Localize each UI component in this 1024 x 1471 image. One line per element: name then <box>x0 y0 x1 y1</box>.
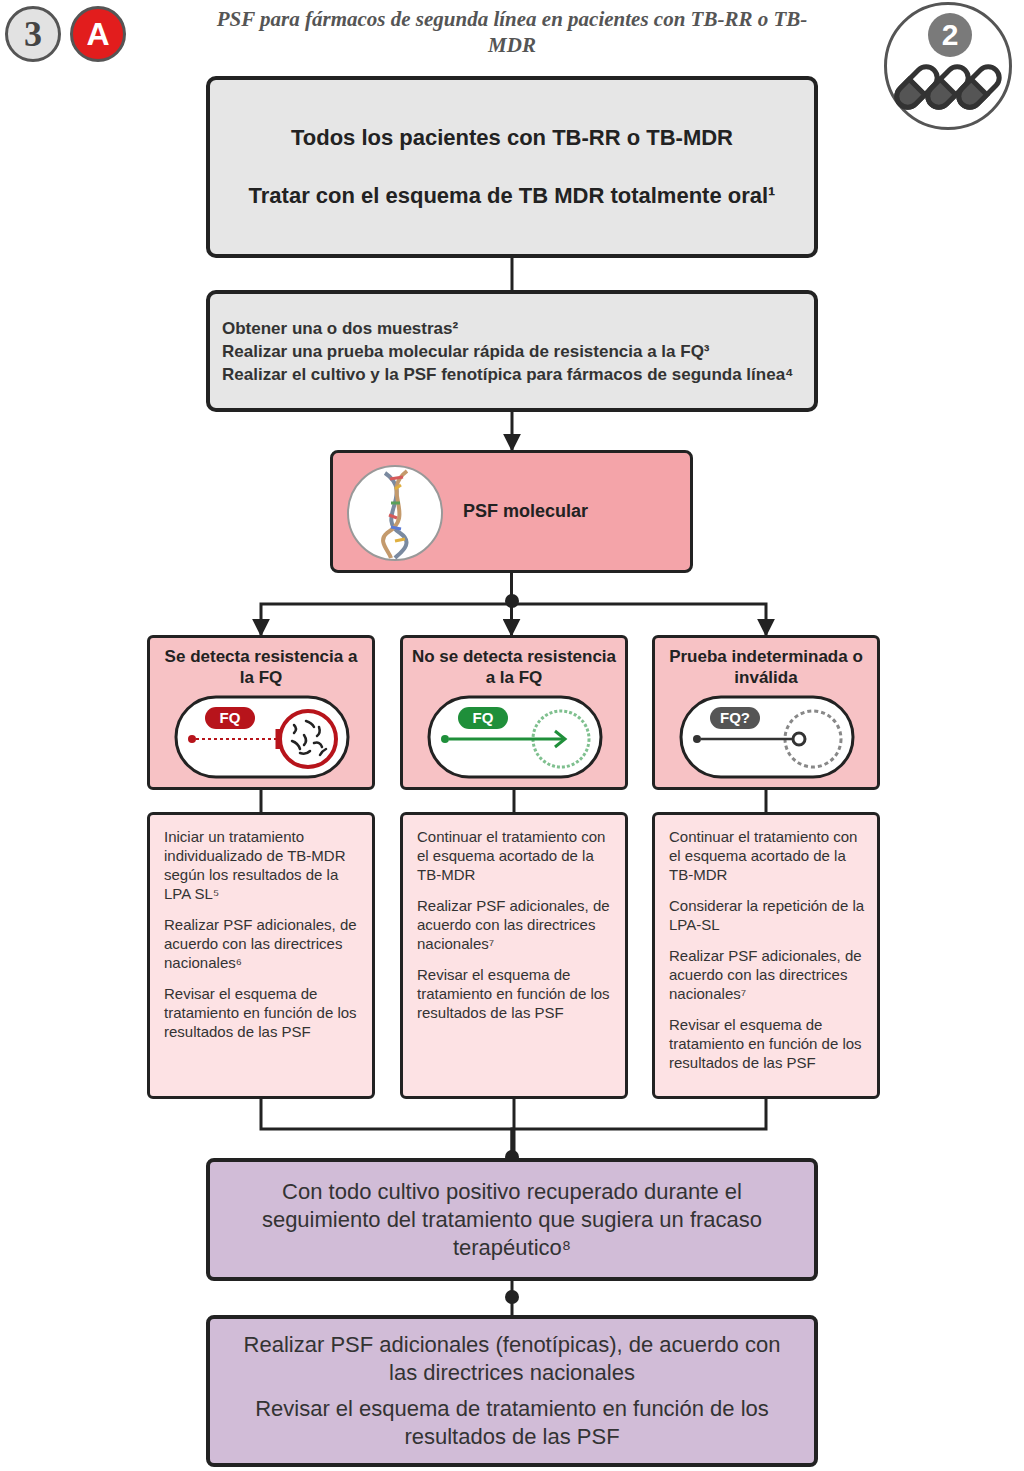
test-box: PSF molecular <box>330 450 693 573</box>
node-text: Iniciar un tratamiento individualizado d… <box>164 827 360 903</box>
node-text: Continuar el tratamiento con el esquema … <box>417 827 613 884</box>
connector <box>511 258 514 290</box>
process-box: Todos los pacientes con TB-RR o TB-MDR Tr… <box>206 76 818 258</box>
connector <box>260 790 263 812</box>
indeterminate-icon <box>679 695 855 779</box>
node-text: Revisar el esquema de tratamiento en fun… <box>417 965 613 1022</box>
node-text: Considerar la repetición de la LPA-SL <box>669 896 865 934</box>
result-box: Prueba indeterminada o inválidaFQ? <box>652 635 880 790</box>
drug-label: FQ <box>458 707 508 729</box>
node-text: Revisar el esquema de tratamiento en fun… <box>230 1395 794 1451</box>
followup-box: Con todo cultivo positivo recuperado dur… <box>206 1158 818 1281</box>
node-text: Revisar el esquema de tratamiento en fun… <box>669 1015 865 1072</box>
node-text: Realizar PSF adicionales, de acuerdo con… <box>669 946 865 1003</box>
step-badge: 3 <box>5 6 61 62</box>
drug-label: FQ <box>205 707 255 729</box>
node-text: Realizar PSF adicionales, de acuerdo con… <box>164 915 360 972</box>
connector <box>511 412 514 450</box>
connector <box>261 1099 512 1158</box>
node-text: A <box>86 16 109 53</box>
resistance-icon <box>174 695 350 779</box>
node-text: Obtener una o dos muestras² <box>222 317 802 340</box>
node-text: Realizar PSF adicionales, de acuerdo con… <box>417 896 613 953</box>
connector <box>512 573 767 635</box>
option-badge: A <box>70 6 126 62</box>
node-text: Revisar el esquema de tratamiento en fun… <box>164 984 360 1041</box>
node-text: PSF molecular <box>463 501 588 522</box>
node-text: 2 <box>928 13 972 57</box>
node-text: Continuar el tratamiento con el esquema … <box>669 827 865 884</box>
node-text: Realizar una prueba molecular rápida de … <box>222 340 802 363</box>
drug-label: FQ? <box>710 707 760 729</box>
node-text: Todos los pacientes con TB-RR o TB-MDR <box>291 124 733 152</box>
node-text: Realizar el cultivo y la PSF fenotípica … <box>222 363 802 386</box>
connector <box>261 573 512 635</box>
connector <box>512 1099 766 1158</box>
connector <box>513 790 516 812</box>
action-box: Iniciar un tratamiento individualizado d… <box>147 812 375 1099</box>
action-box: Realizar PSF adicionales (fenotípicas), … <box>206 1315 818 1467</box>
susceptible-icon <box>427 695 603 779</box>
result-box: Se detecta resistencia a la FQ FQ <box>147 635 375 790</box>
node-text: Tratar con el esquema de TB MDR totalmen… <box>249 182 776 210</box>
action-box: Continuar el tratamiento con el esquema … <box>652 812 880 1099</box>
connector <box>511 1281 514 1315</box>
node-text: 3 <box>24 13 42 55</box>
diagram-title: PSF para fármacos de segunda línea en pa… <box>200 6 824 58</box>
node-text: Con todo cultivo positivo recuperado dur… <box>230 1178 794 1262</box>
line-badge: 2 <box>884 2 1012 130</box>
dna-icon <box>345 463 445 563</box>
action-box: Continuar el tratamiento con el esquema … <box>400 812 628 1099</box>
connector <box>765 790 768 812</box>
node-text: Prueba indeterminada o inválida <box>663 646 869 688</box>
result-box: No se detecta resistencia a la FQ FQ <box>400 635 628 790</box>
process-box: Obtener una o dos muestras²Realizar una … <box>206 290 818 412</box>
node-text: Realizar PSF adicionales (fenotípicas), … <box>230 1331 794 1387</box>
node-text: Se detecta resistencia a la FQ <box>158 646 364 688</box>
node-text: No se detecta resistencia a la FQ <box>411 646 617 688</box>
